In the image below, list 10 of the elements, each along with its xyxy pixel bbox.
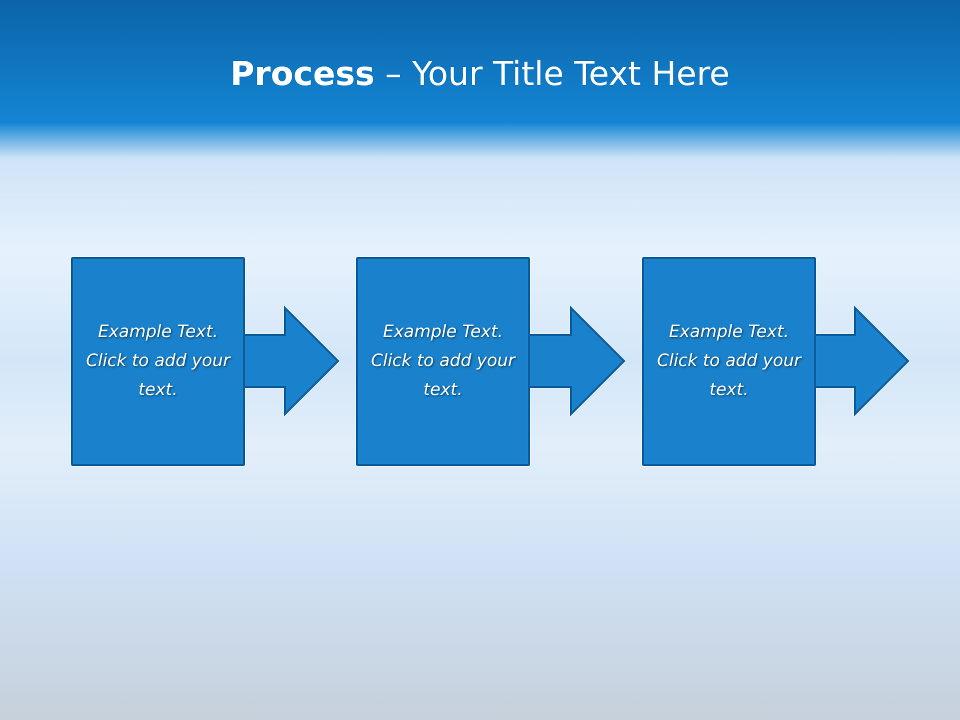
- process-box: [71, 257, 245, 466]
- box-text: Example Text. Click to add your text.: [85, 321, 231, 402]
- arrow: [814, 306, 910, 416]
- process-box: [642, 257, 816, 466]
- slide-title: Process – Your Title Text Here: [229, 53, 731, 95]
- process-box: [356, 257, 530, 466]
- box-text: Example Text. Click to add your text.: [656, 321, 802, 402]
- arrow: [528, 306, 626, 416]
- box-text: Example Text. Click to add your text.: [370, 321, 516, 402]
- arrow: [243, 306, 340, 416]
